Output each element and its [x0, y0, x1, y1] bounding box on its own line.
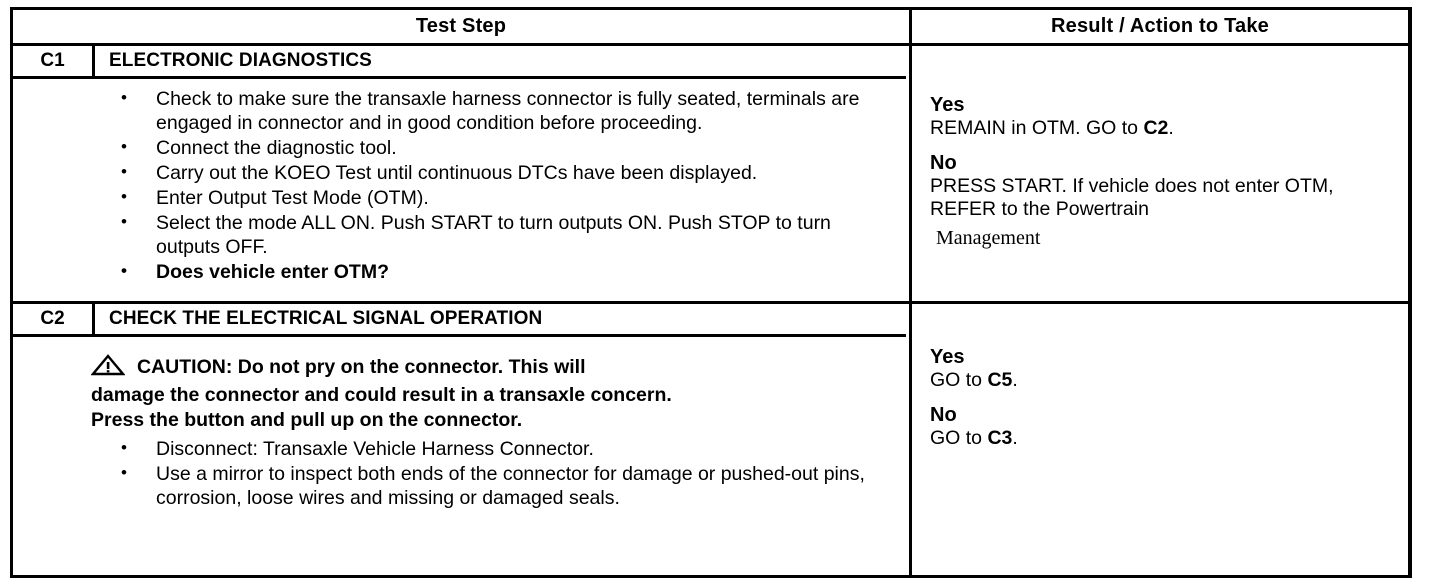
result-c2-yes-text-pre: GO to — [930, 369, 988, 391]
spacer — [930, 392, 1408, 404]
caution-line-2: damage the connector and could result in… — [91, 384, 672, 406]
step-c2-id: C2 — [13, 304, 95, 337]
list-item: Select the mode ALL ON. Push START to tu… — [13, 210, 897, 259]
caution-notice: CAUTION: Do not pry on the connector. Th… — [13, 345, 897, 437]
result-c2-no-text-post: . — [1012, 427, 1018, 449]
caution-line-1: CAUTION: Do not pry on the connector. Th… — [137, 356, 586, 378]
table-header-row: Test Step Result / Action to Take — [13, 10, 1408, 46]
step-c2-bullet-list: Disconnect: Transaxle Vehicle Harness Co… — [13, 436, 897, 510]
result-c2-yes-text: GO to C5. — [930, 369, 1408, 392]
step-c1-title: ELECTRONIC DIAGNOSTICS — [95, 46, 906, 79]
caution-line-3: Press the button and pull up on the conn… — [91, 409, 523, 431]
table-body: C1 ELECTRONIC DIAGNOSTICS Check to make … — [13, 46, 1408, 575]
header-cell-result-action: Result / Action to Take — [912, 10, 1408, 43]
result-c1-yes-code: C2 — [1143, 117, 1169, 139]
result-c1-no-text: PRESS START. If vehicle does not enter O… — [930, 175, 1334, 220]
result-c1-yes-text-post: . — [1168, 117, 1174, 139]
result-c2-no-text-pre: GO to — [930, 427, 988, 449]
header-label-test-step: Test Step — [415, 15, 507, 37]
test-step-column: C1 ELECTRONIC DIAGNOSTICS Check to make … — [13, 46, 912, 575]
result-c1-yes-text: REMAIN in OTM. GO to C2. — [930, 117, 1408, 140]
result-c2-yes-text-post: . — [1012, 369, 1018, 391]
result-c1-no-label: No — [930, 152, 957, 174]
step-c1-id: C1 — [13, 46, 95, 79]
result-c1-yes-text-pre: REMAIN in OTM. GO to — [930, 117, 1144, 139]
result-c2-no-code: C3 — [987, 427, 1013, 449]
list-item: Check to make sure the transaxle harness… — [13, 86, 897, 135]
step-c1-header: C1 ELECTRONIC DIAGNOSTICS — [13, 46, 909, 79]
list-item: Connect the diagnostic tool. — [13, 135, 897, 160]
list-item: Use a mirror to inspect both ends of the… — [13, 461, 897, 510]
result-c2-no-text: GO to C3. — [930, 427, 1408, 450]
list-item-question: Does vehicle enter OTM? — [13, 259, 897, 284]
header-cell-test-step: Test Step — [13, 10, 912, 43]
diagnostic-table: Test Step Result / Action to Take C1 ELE… — [10, 7, 1412, 578]
result-c2-yes-label: Yes — [930, 346, 965, 368]
step-c2-title: CHECK THE ELECTRICAL SIGNAL OPERATION — [95, 304, 906, 337]
result-c1-serif-note: Management — [936, 227, 1041, 249]
test-step-c1: C1 ELECTRONIC DIAGNOSTICS Check to make … — [13, 46, 909, 304]
step-c2-body: CAUTION: Do not pry on the connector. Th… — [13, 337, 909, 575]
result-c2-no-label: No — [930, 404, 957, 426]
step-c1-body: Check to make sure the transaxle harness… — [13, 79, 909, 301]
list-item: Enter Output Test Mode (OTM). — [13, 185, 897, 210]
warning-triangle-icon — [90, 354, 126, 383]
list-item: Disconnect: Transaxle Vehicle Harness Co… — [13, 436, 897, 461]
result-pane-c1: Yes REMAIN in OTM. GO to C2. No PRESS ST… — [912, 46, 1408, 304]
test-step-c2: C2 CHECK THE ELECTRICAL SIGNAL OPERATION — [13, 304, 909, 575]
step-c1-bullet-list: Check to make sure the transaxle harness… — [13, 86, 897, 284]
list-item: Carry out the KOEO Test until continuous… — [13, 160, 897, 185]
step-c2-header: C2 CHECK THE ELECTRICAL SIGNAL OPERATION — [13, 304, 909, 337]
spacer — [930, 140, 1408, 152]
header-label-result-action: Result / Action to Take — [1051, 15, 1269, 37]
result-c2-yes-code: C5 — [987, 369, 1013, 391]
result-pane-c2: Yes GO to C5. No GO to C3. — [912, 304, 1408, 575]
result-action-column: Yes REMAIN in OTM. GO to C2. No PRESS ST… — [912, 46, 1408, 575]
result-c1-yes-label: Yes — [930, 94, 965, 116]
